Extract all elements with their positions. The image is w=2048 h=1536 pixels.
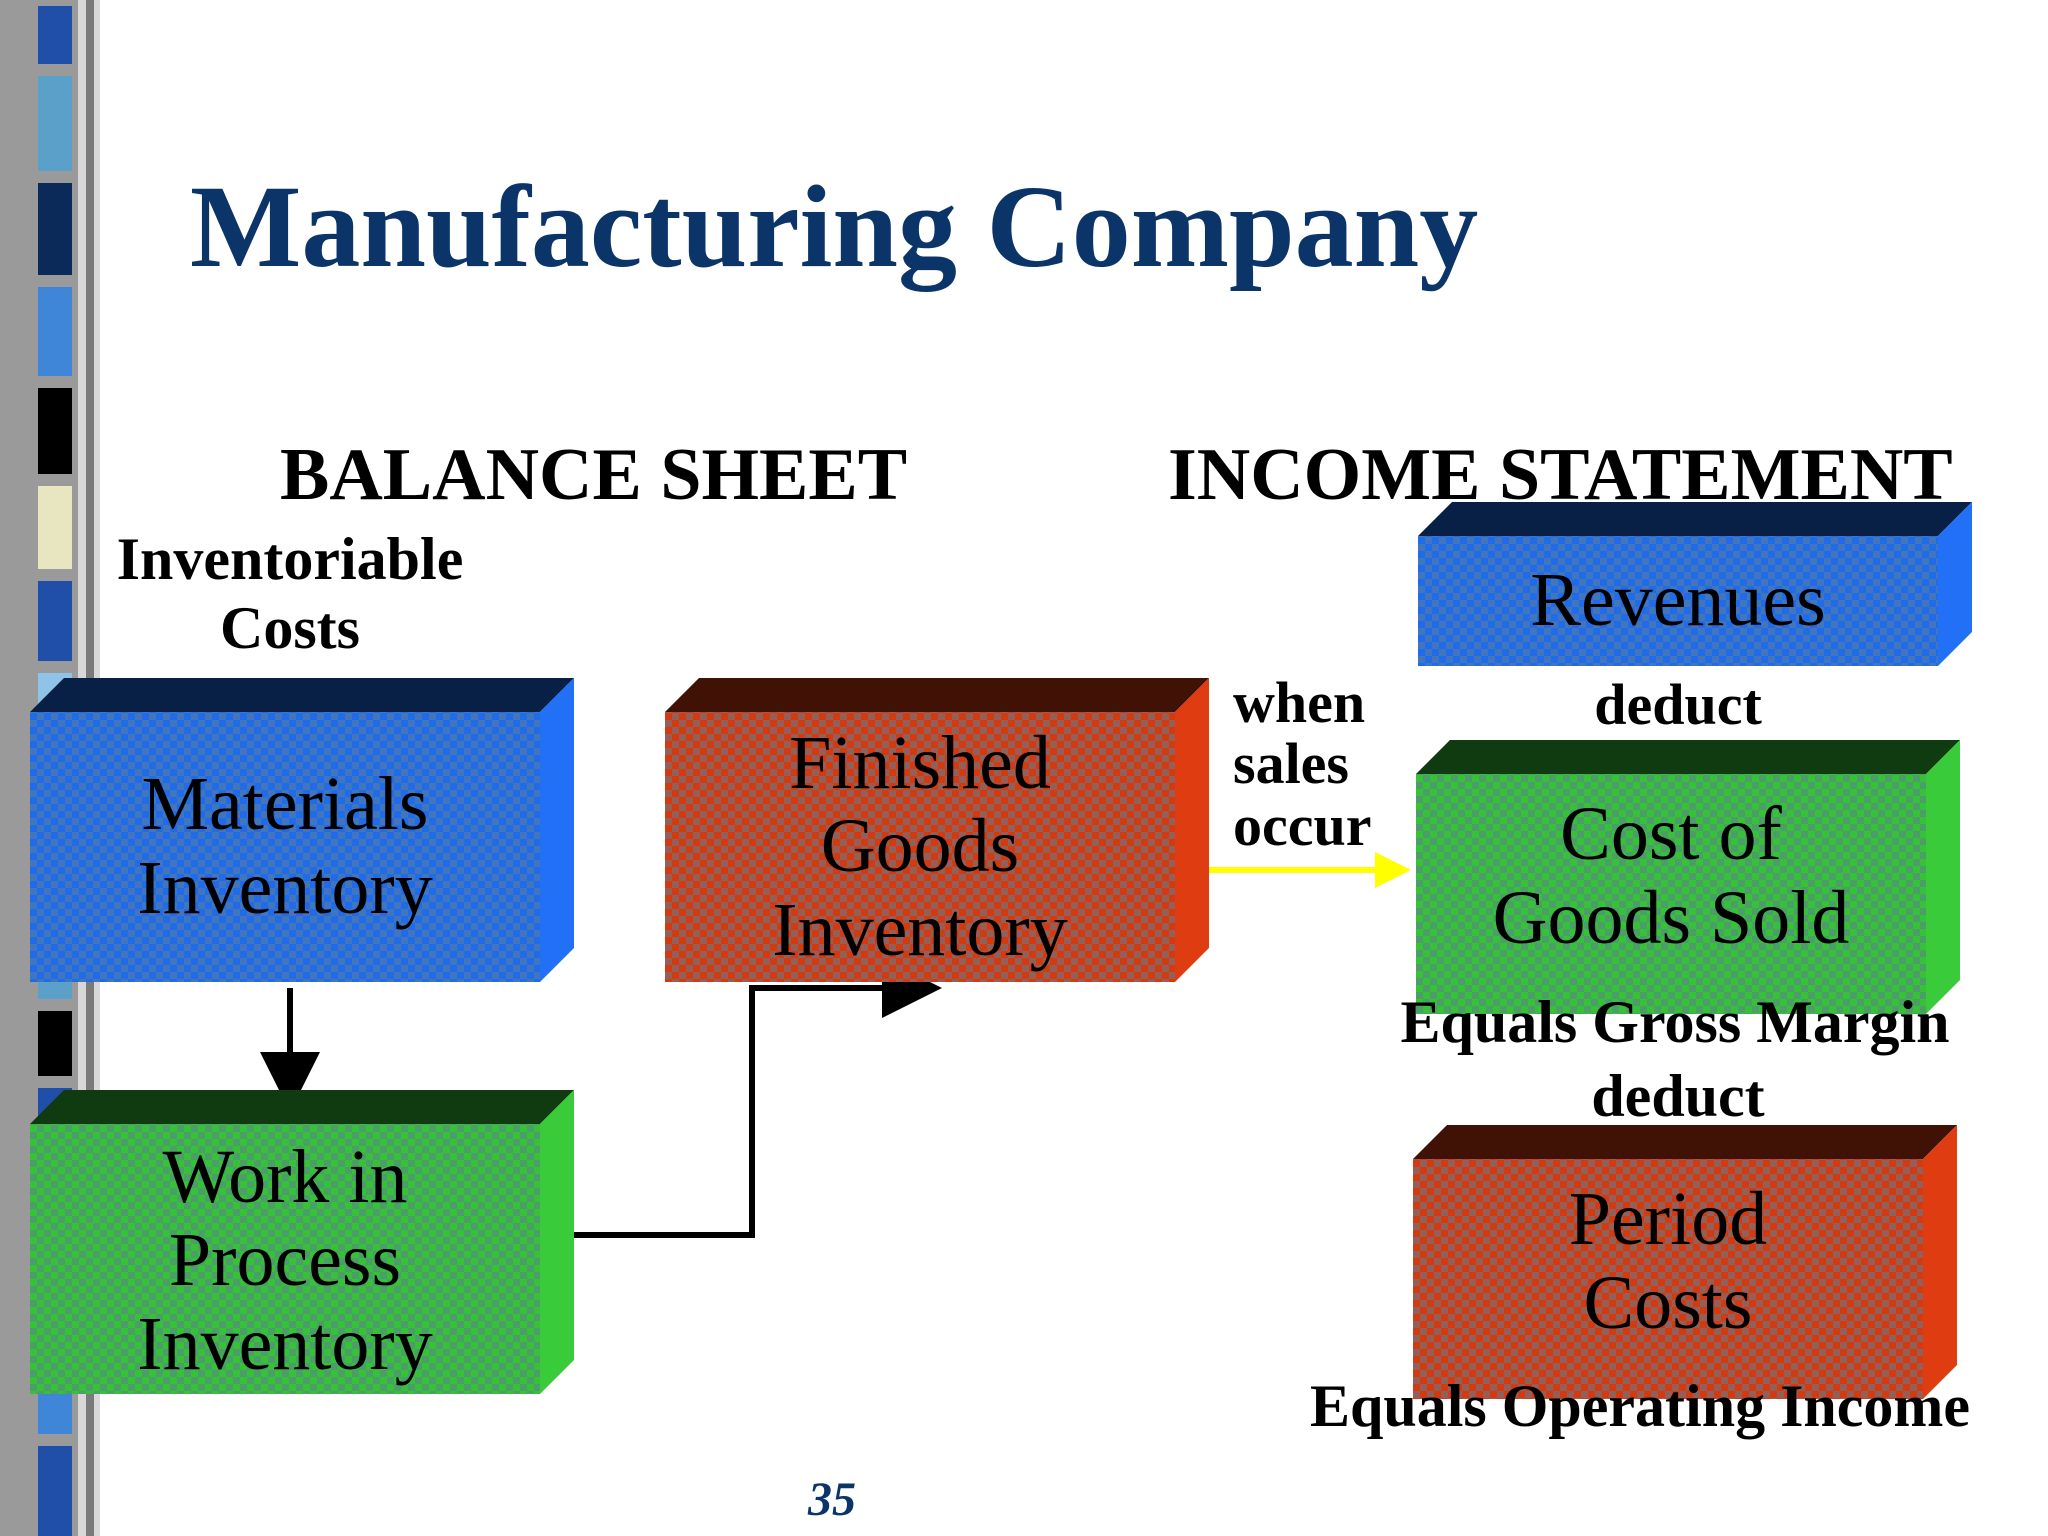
when-line1: when (1233, 670, 1366, 735)
cogs-line1: Cost of (1560, 792, 1782, 877)
finished-line3: Inventory (772, 887, 1068, 972)
finished-line1: Finished (789, 720, 1051, 805)
wip-box-top (30, 1090, 574, 1124)
when-line3: occur (1233, 792, 1372, 858)
materials-inventory-label: Materials Inventory (30, 746, 540, 948)
when-line2: sales (1233, 731, 1349, 797)
finished-line2: Goods (820, 804, 1020, 889)
wip-box-side (540, 1090, 574, 1394)
wip-line3: Inventory (137, 1301, 433, 1386)
equals-operating-income-label: Equals Operating Income (1309, 1373, 1971, 1439)
wip-inventory-box (30, 1090, 574, 1394)
wip-box-front (30, 1124, 540, 1394)
cogs-label: Cost of Goods Sold (1416, 774, 1926, 980)
income-statement-header: INCOME STATEMENT (1168, 434, 1953, 516)
period-line1: Period (1568, 1177, 1768, 1262)
cogs-box-front (1416, 774, 1926, 1014)
inventoriable-line2: Costs (219, 595, 360, 661)
period-line2: Costs (1583, 1261, 1753, 1345)
materials-box-top (30, 678, 574, 712)
wip-inventory-label: Work in Process Inventory (30, 1126, 540, 1396)
revenues-box-front (1418, 536, 1938, 666)
materials-line2: Inventory (137, 846, 433, 930)
wip-to-finished-arrow (565, 958, 942, 1238)
revenues-box-side (1938, 502, 1972, 666)
page-number: 35 (808, 1473, 856, 1526)
revenues-box-top (1418, 502, 1972, 536)
cogs-box-top (1416, 740, 1960, 774)
cogs-line2: Goods Sold (1492, 876, 1850, 960)
cogs-box-side (1926, 740, 1960, 1014)
materials-box-front (30, 712, 540, 982)
period-costs-label: Period Costs (1413, 1159, 1923, 1365)
period-box-top (1413, 1125, 1957, 1159)
when-sales-occur-label: when sales occur (1233, 670, 1372, 858)
revenues-box (1418, 502, 1972, 666)
deduct-label-1: deduct (1594, 672, 1762, 737)
revenues-line1: Revenues (1530, 558, 1826, 643)
wip-line2: Process (168, 1218, 402, 1303)
materials-inventory-box (30, 678, 574, 982)
finished-box-top (665, 678, 1209, 712)
finished-box-front (665, 712, 1175, 982)
inventoriable-costs-label: Inventoriable Costs (90, 525, 490, 663)
period-box-front (1413, 1159, 1923, 1399)
finished-box-side (1175, 678, 1209, 982)
slide-title: Manufacturing Company (190, 161, 1479, 292)
inventoriable-line1: Inventoriable (116, 526, 464, 592)
materials-line1: Materials (141, 762, 429, 847)
equals-gross-margin-label: Equals Gross Margin (1400, 989, 1950, 1055)
wip-line1: Work in (162, 1134, 408, 1219)
period-costs-box (1413, 1125, 1957, 1399)
finished-goods-label: Finished Goods Inventory (665, 712, 1175, 982)
deduct-label-2: deduct (1591, 1063, 1765, 1129)
cogs-box (1416, 740, 1960, 1014)
revenues-label: Revenues (1418, 536, 1938, 666)
materials-box-side (540, 678, 574, 982)
finished-goods-box (665, 678, 1209, 982)
balance-sheet-header: BALANCE SHEET (280, 434, 908, 516)
period-box-side (1923, 1125, 1957, 1399)
